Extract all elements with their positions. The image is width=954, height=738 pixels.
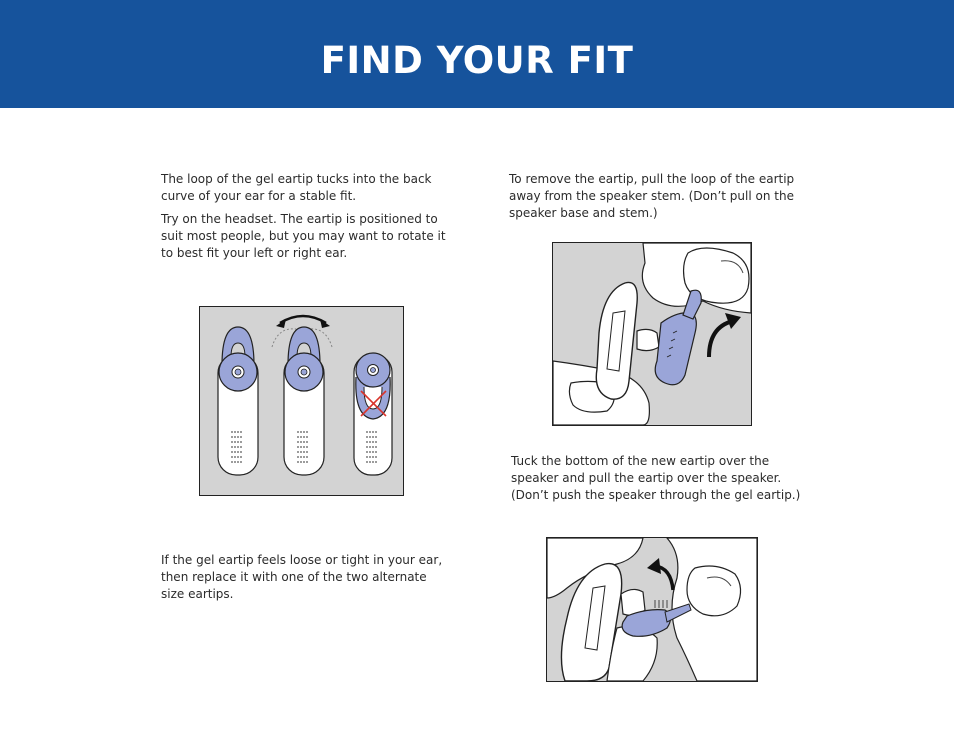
headset-illustration-3: [353, 352, 393, 476]
remove-eartip-figure: [552, 242, 752, 426]
remove-eartip-text: To remove the eartip, pull the loop of t…: [509, 172, 795, 220]
tuck-eartip-text: Tuck the bottom of the new eartip over t…: [511, 454, 801, 502]
eartip-rotation-figure: [199, 306, 404, 496]
headset-illustration-1: [217, 326, 259, 476]
rotation-arrow-icon: [279, 314, 327, 325]
eartip-loop-text: The loop of the gel eartip tucks into th…: [161, 172, 432, 203]
eartip-icon: [654, 312, 697, 386]
incorrect-mark-icon: [360, 390, 387, 417]
eartip-icon: [621, 609, 672, 637]
try-on-text: Try on the headset. The eartip is positi…: [161, 212, 446, 260]
page-title: FIND YOUR FIT: [320, 39, 634, 82]
replace-eartip-text: If the gel eartip feels loose or tight i…: [161, 553, 443, 601]
headset-illustration-2: [271, 314, 333, 476]
header-banner: FIND YOUR FIT: [0, 0, 954, 108]
pull-arrow-icon: [707, 319, 734, 358]
tuck-eartip-figure: [546, 537, 758, 682]
